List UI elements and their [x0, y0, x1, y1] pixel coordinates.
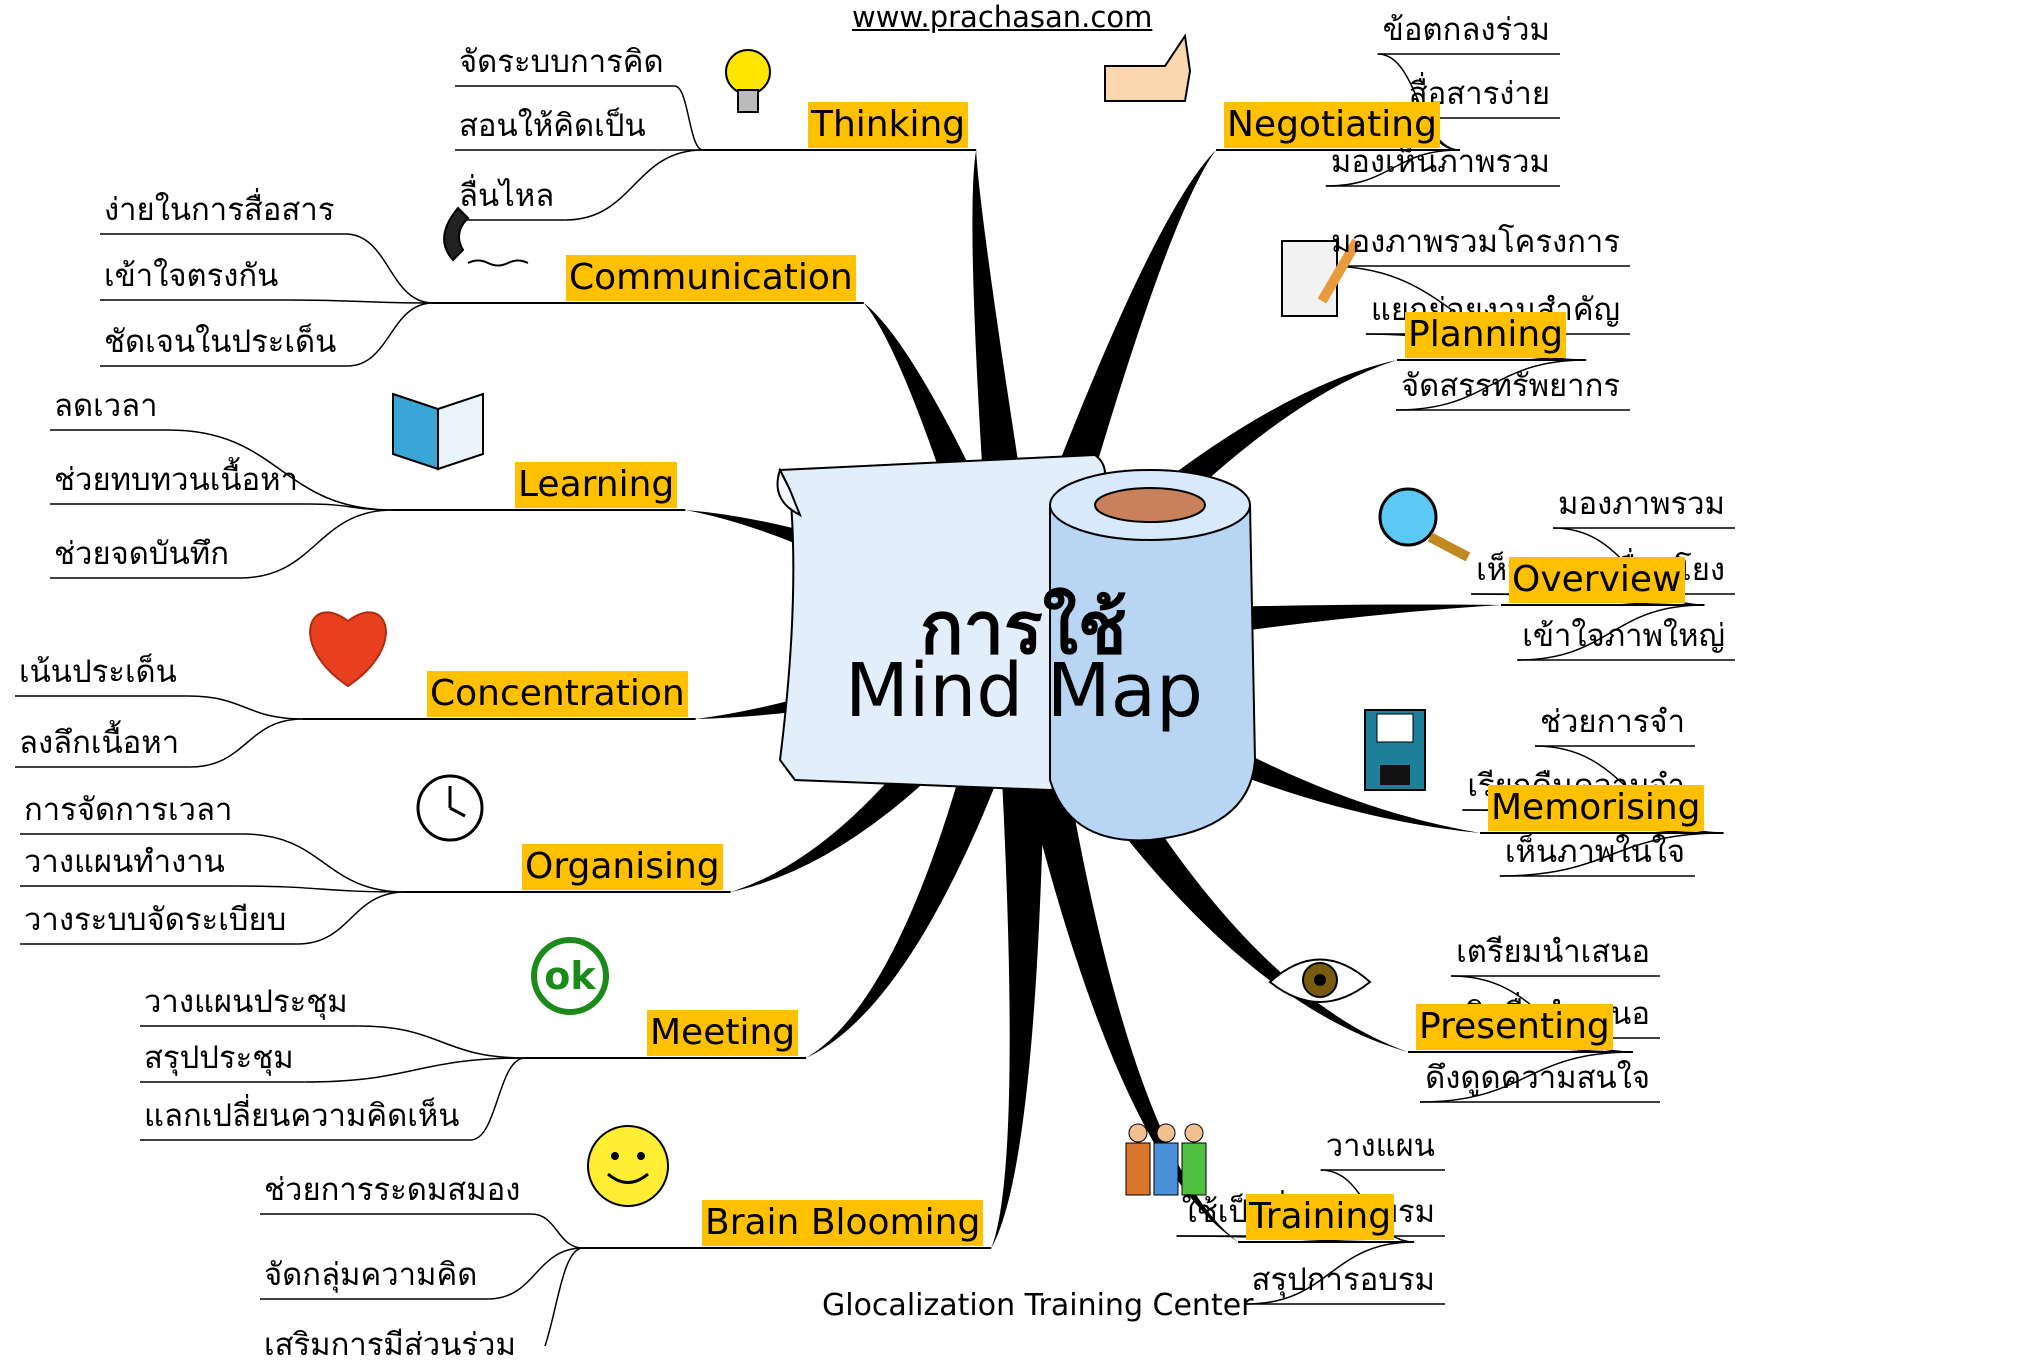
sub-connector	[289, 299, 434, 304]
topic-thinking[interactable]: Thinking	[808, 102, 969, 148]
people-group-icon	[1125, 1123, 1207, 1196]
topic-brain-blooming[interactable]: Brain Blooming	[702, 1200, 984, 1246]
sub-connector	[1246, 1241, 1415, 1305]
scroll-roll-core	[1094, 487, 1206, 523]
topic-overview[interactable]: Overview	[1509, 557, 1685, 603]
topic-communication[interactable]: Communication	[566, 255, 856, 301]
subtopic-planning-3: จัดสรรทรัพยากร	[1400, 368, 1620, 404]
sub-connector	[1499, 832, 1724, 877]
sub-connector	[243, 833, 406, 893]
central-scroll	[776, 453, 1257, 842]
subtopic-communication-1: ง่ายในการสื่อสาร	[104, 192, 335, 228]
sub-connector	[488, 1247, 584, 1300]
sub-connector	[347, 302, 434, 367]
open-book-icon	[392, 392, 484, 471]
subtopic-brain-blooming-1: ช่วยการระดมสมอง	[264, 1172, 521, 1208]
thumbs-up-icon	[1104, 33, 1192, 102]
sub-connector	[190, 718, 304, 768]
subtopic-negotiating-1: ข้อตกลงร่วม	[1382, 12, 1550, 48]
sub-connector	[1420, 1051, 1633, 1103]
subtopic-brain-blooming-3: เสริมการมีส่วนร่วม	[264, 1327, 516, 1363]
topic-learning[interactable]: Learning	[515, 462, 678, 508]
subtopic-learning-3: ช่วยจดบันทึก	[54, 536, 229, 572]
magnifier-icon	[1378, 487, 1471, 562]
central-title-english: Mind Map	[845, 648, 1203, 734]
ok-badge-icon: ok	[531, 937, 609, 1015]
subtopic-meeting-3: แลกเปลี่ยนความคิดเห็น	[144, 1098, 460, 1134]
subtopic-presenting-1: เตรียมนำเสนอ	[1456, 934, 1650, 970]
heart-icon	[309, 611, 387, 688]
topic-negotiating[interactable]: Negotiating	[1224, 102, 1440, 148]
subtopic-organising-2: วางแผนทำงาน	[24, 844, 225, 880]
sub-connector	[1395, 359, 1587, 411]
subtopic-memorising-1: ช่วยการจำ	[1539, 704, 1685, 740]
branch-icons: ok	[309, 33, 1471, 1207]
sub-connector	[531, 1213, 584, 1249]
sub-connector	[168, 429, 394, 511]
light-bulb-icon	[725, 49, 771, 113]
subtopic-thinking-2: สอนให้คิดเป็น	[459, 108, 646, 144]
telephone-icon	[443, 206, 529, 267]
topic-concentration[interactable]: Concentration	[427, 671, 688, 717]
sub-connector	[1517, 604, 1705, 661]
sub-connector	[297, 891, 406, 945]
topic-presenting[interactable]: Presenting	[1416, 1004, 1613, 1050]
subtopic-training-1: วางแผน	[1325, 1128, 1435, 1164]
sub-connector	[304, 1057, 526, 1083]
website-url[interactable]: www.prachasan.com	[852, 0, 1153, 34]
sub-connector	[544, 1247, 584, 1346]
sub-connector	[565, 149, 704, 221]
subtopic-overview-3: เข้าใจภาพใหญ่	[1522, 618, 1725, 654]
topic-memorising[interactable]: Memorising	[1488, 785, 1704, 831]
subtopic-thinking-1: จัดระบบการคิด	[459, 44, 664, 80]
subtopic-negotiating-3: มองเห็นภาพรวม	[1330, 144, 1550, 180]
subtopic-overview-1: มองภาพรวม	[1558, 486, 1725, 522]
subtopic-presenting-3: ดึงดูดความสนใจ	[1425, 1060, 1650, 1096]
alarm-clock-icon	[416, 774, 484, 842]
sub-connector	[187, 695, 304, 720]
notepad-pencil-icon	[1281, 238, 1362, 317]
subtopic-meeting-1: วางแผนประชุม	[144, 984, 348, 1020]
subtopic-communication-3: ชัดเจนในประเด็น	[104, 324, 337, 360]
topic-meeting[interactable]: Meeting	[647, 1010, 799, 1056]
footer-credit: Glocalization Training Center	[822, 1288, 1254, 1323]
subtopic-planning-1: มองภาพรวมโครงการ	[1331, 224, 1620, 260]
sub-connector	[358, 1025, 526, 1059]
topic-training[interactable]: Training	[1246, 1194, 1395, 1240]
eye-icon	[1268, 958, 1372, 1003]
central-title-thai: การใช้	[920, 586, 1127, 670]
subtopic-learning-1: ลดเวลา	[54, 388, 158, 424]
subtopic-learning-2: ช่วยทบทวนเนื้อหา	[54, 462, 299, 498]
scroll-curl	[776, 467, 802, 518]
topic-organising[interactable]: Organising	[522, 844, 723, 890]
subtopic-thinking-3: ลื่นไหล	[459, 178, 555, 214]
floppy-disk-icon	[1364, 709, 1426, 791]
topic-planning[interactable]: Planning	[1405, 312, 1567, 358]
subtopic-organising-3: วางระบบจัดระเบียบ	[24, 902, 287, 938]
sub-connector	[674, 85, 704, 151]
smiley-face-icon	[587, 1125, 669, 1207]
subtopic-meeting-2: สรุปประชุม	[144, 1040, 294, 1076]
sub-connector	[239, 509, 394, 579]
ok-badge-text: ok	[544, 954, 596, 998]
sub-connector	[470, 1057, 526, 1141]
sub-connector	[1325, 149, 1460, 187]
subtopic-training-3: สรุปการอบรม	[1251, 1262, 1435, 1298]
scroll-roll	[1049, 504, 1257, 842]
subtopic-brain-blooming-2: จัดกลุ่มความคิด	[264, 1257, 478, 1293]
subtopic-concentration-2: ลงลึกเนื้อหา	[19, 725, 180, 761]
subtopic-communication-2: เข้าใจตรงกัน	[104, 258, 279, 294]
subtopic-memorising-3: เห็นภาพในใจ	[1504, 834, 1685, 870]
sub-connector	[235, 885, 406, 893]
subtopic-organising-1: การจัดการเวลา	[24, 792, 233, 828]
subtopic-concentration-1: เน้นประเด็น	[19, 654, 177, 690]
sub-connector	[345, 233, 434, 304]
